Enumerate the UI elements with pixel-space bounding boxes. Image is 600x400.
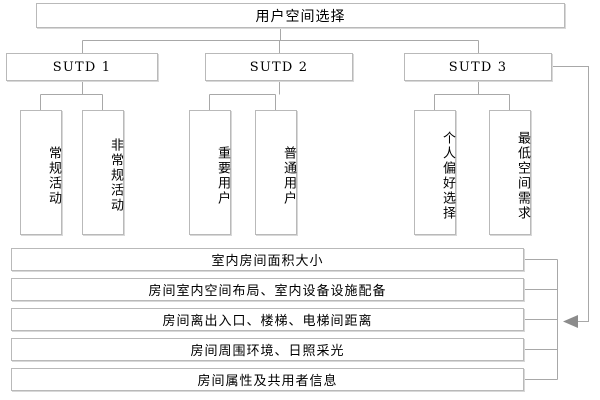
- node-attribute-row-area-size[interactable]: 室内房间面积大小: [11, 248, 524, 271]
- node-sutd3-child-1-label: 个人偏好选择: [440, 130, 455, 221]
- node-attribute-row-surroundings-daylight[interactable]: 房间周围环境、日照采光: [11, 338, 524, 361]
- node-sutd-1[interactable]: SUTD 1: [6, 53, 158, 81]
- node-sutd1-child-routine-activity[interactable]: 常规活动: [20, 110, 62, 235]
- attribute-row-2-label: 房间室内空间布局、室内设备设施配备: [148, 284, 387, 299]
- node-sutd1-child-non-routine-activity[interactable]: 非常规活动: [82, 110, 124, 235]
- feedback-arrowhead: [563, 315, 578, 328]
- attribute-row-1-label: 室内房间面积大小: [211, 254, 324, 269]
- node-sutd2-child-important-user[interactable]: 重要用户: [189, 110, 231, 235]
- node-sutd-3-label: SUTD 3: [448, 59, 508, 75]
- node-root-user-space-selection[interactable]: 用户空间选择: [36, 3, 565, 28]
- attribute-row-3-label: 房间离出入口、楼梯、电梯间距离: [162, 314, 373, 329]
- node-root-label: 用户空间选择: [255, 8, 346, 25]
- node-sutd-2-label: SUTD 2: [249, 59, 309, 75]
- node-sutd-3[interactable]: SUTD 3: [404, 53, 552, 81]
- node-sutd2-child-ordinary-user[interactable]: 普通用户: [255, 110, 297, 235]
- node-sutd3-child-minimum-space-need[interactable]: 最低空间需求: [489, 110, 531, 235]
- node-sutd2-child-2-label: 普通用户: [281, 145, 296, 206]
- attribute-row-4-label: 房间周围环境、日照采光: [190, 344, 345, 359]
- attribute-row-5-label: 房间属性及共用者信息: [197, 374, 338, 389]
- node-sutd3-child-2-label: 最低空间需求: [515, 130, 530, 221]
- node-sutd-1-label: SUTD 1: [52, 59, 112, 75]
- node-attribute-row-room-attributes-sharers[interactable]: 房间属性及共用者信息: [11, 368, 524, 391]
- node-sutd1-child-2-label: 非常规活动: [108, 138, 123, 213]
- node-sutd2-child-1-label: 重要用户: [215, 145, 230, 206]
- node-sutd1-child-1-label: 常规活动: [46, 145, 61, 206]
- node-sutd-2[interactable]: SUTD 2: [205, 53, 353, 81]
- node-attribute-row-distance-to-exits[interactable]: 房间离出入口、楼梯、电梯间距离: [11, 308, 524, 331]
- node-sutd3-child-personal-preference[interactable]: 个人偏好选择: [414, 110, 456, 235]
- node-attribute-row-layout-equipment[interactable]: 房间室内空间布局、室内设备设施配备: [11, 278, 524, 301]
- edge-sutd3-outer-right: [552, 65, 590, 323]
